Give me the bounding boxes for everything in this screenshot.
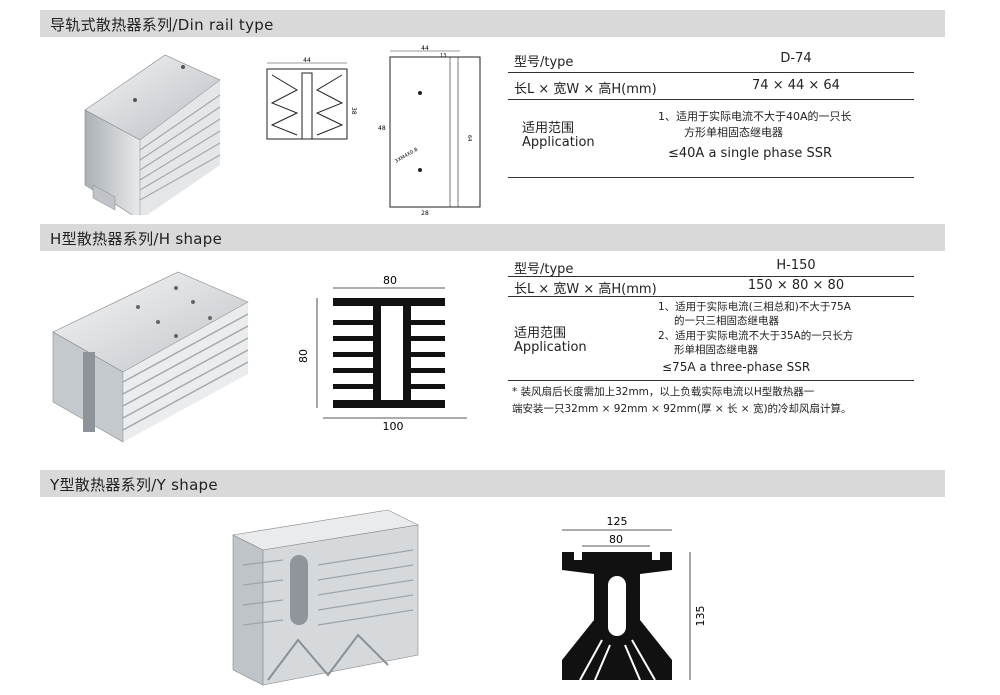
y-dim-top1: 125 [607, 515, 628, 528]
h-scope-en: Application [514, 340, 587, 355]
h-model-value: H-150 [776, 258, 816, 273]
y-profile-drawing: 125 80 135 [561, 515, 707, 681]
h-model-label: 型号/type [514, 262, 574, 277]
din-scope-cn: 适用范围 [522, 121, 575, 136]
dim-38: 38 [350, 107, 357, 115]
h-spec-table: 型号/type H-150 长L × 宽W × 高H(mm) 150 × 80 … [508, 256, 914, 426]
din-top-view-drawing: 44 13 48 3XM4X0.8 64 28 [378, 45, 481, 217]
dim-44-a: 44 [303, 57, 311, 64]
section-header-y: Y型散热器系列/Y shape [40, 470, 945, 497]
din-profile-drawing: 44 38 [266, 57, 357, 140]
h-scope-line1: 1、适用于实际电流(三相总和)不大于75A [658, 301, 851, 313]
h-heatsink-photo [52, 271, 249, 443]
thread-label: 3XM4X0.8 [394, 147, 419, 165]
section-title-din: 导轨式散热器系列/Din rail type [50, 16, 274, 34]
dim-64: 64 [466, 135, 472, 141]
h-profile-drawing: 80 80 100 [297, 274, 467, 432]
din-model-label: 型号/type [514, 55, 574, 70]
din-scope-row: 适用范围 Application 1、适用于实际电流不大于40A的一只长 方形单… [508, 99, 914, 178]
dim-13: 13 [440, 53, 446, 59]
h-dim-side: 80 [297, 349, 310, 363]
h-scope-line5: ≤75A a three-phase SSR [662, 360, 811, 374]
dim-44-b: 44 [421, 45, 429, 52]
din-scope-line1: 1、适用于实际电流不大于40A的一只长 [658, 110, 852, 123]
h-dim-bottom: 100 [383, 420, 404, 432]
y-dim-top2: 80 [609, 533, 623, 546]
section-header-h: H型散热器系列/H shape [40, 224, 945, 251]
din-scope-en: Application [522, 135, 595, 150]
h-scope-row: 适用范围 Application 1、适用于实际电流(三相总和)不大于75A 的… [508, 296, 914, 381]
din-dims-label: 长L × 宽W × 高H(mm) [514, 82, 657, 97]
section-title-y: Y型散热器系列/Y shape [50, 476, 218, 494]
h-dims-label: 长L × 宽W × 高H(mm) [514, 282, 657, 297]
dim-48: 48 [378, 125, 386, 132]
h-note-line1: * 装风扇后长度需加上32mm，以上负载实际电流以H型散热器一 [512, 386, 815, 398]
h-model-row: 型号/type H-150 [508, 256, 914, 277]
section-header-din: 导轨式散热器系列/Din rail type [40, 10, 945, 37]
h-note-line2: 端安装一只32mm × 92mm × 92mm(厚 × 长 × 宽)的冷却风扇计… [512, 403, 852, 415]
h-dims-value: 150 × 80 × 80 [747, 278, 845, 293]
din-dims-row: 长L × 宽W × 高H(mm) 74 × 44 × 64 [508, 72, 914, 100]
y-heatsink-photo [232, 509, 419, 686]
din-heatsink-photo [84, 54, 221, 215]
din-model-row: 型号/type D-74 [508, 46, 914, 73]
section-title-h: H型散热器系列/H shape [50, 230, 223, 248]
din-dims-value: 74 × 44 × 64 [752, 78, 840, 93]
dim-28: 28 [421, 210, 429, 217]
din-scope-line3: ≤40A a single phase SSR [668, 146, 833, 161]
h-scope-cn: 适用范围 [514, 326, 567, 341]
h-dims-row: 长L × 宽W × 高H(mm) 150 × 80 × 80 [508, 276, 914, 297]
din-model-value: D-74 [780, 51, 812, 66]
y-dim-side: 135 [694, 606, 707, 627]
din-scope-line2: 方形单相固态继电器 [684, 126, 783, 139]
din-spec-table: 型号/type D-74 长L × 宽W × 高H(mm) 74 × 44 × … [508, 46, 914, 178]
h-scope-line4: 形单相固态继电器 [674, 344, 758, 356]
h-scope-line2: 的一只三相固态继电器 [674, 315, 779, 327]
h-scope-line3: 2、适用于实际电流不大于35A的一只长方 [658, 330, 854, 342]
h-dim-top: 80 [383, 274, 397, 287]
